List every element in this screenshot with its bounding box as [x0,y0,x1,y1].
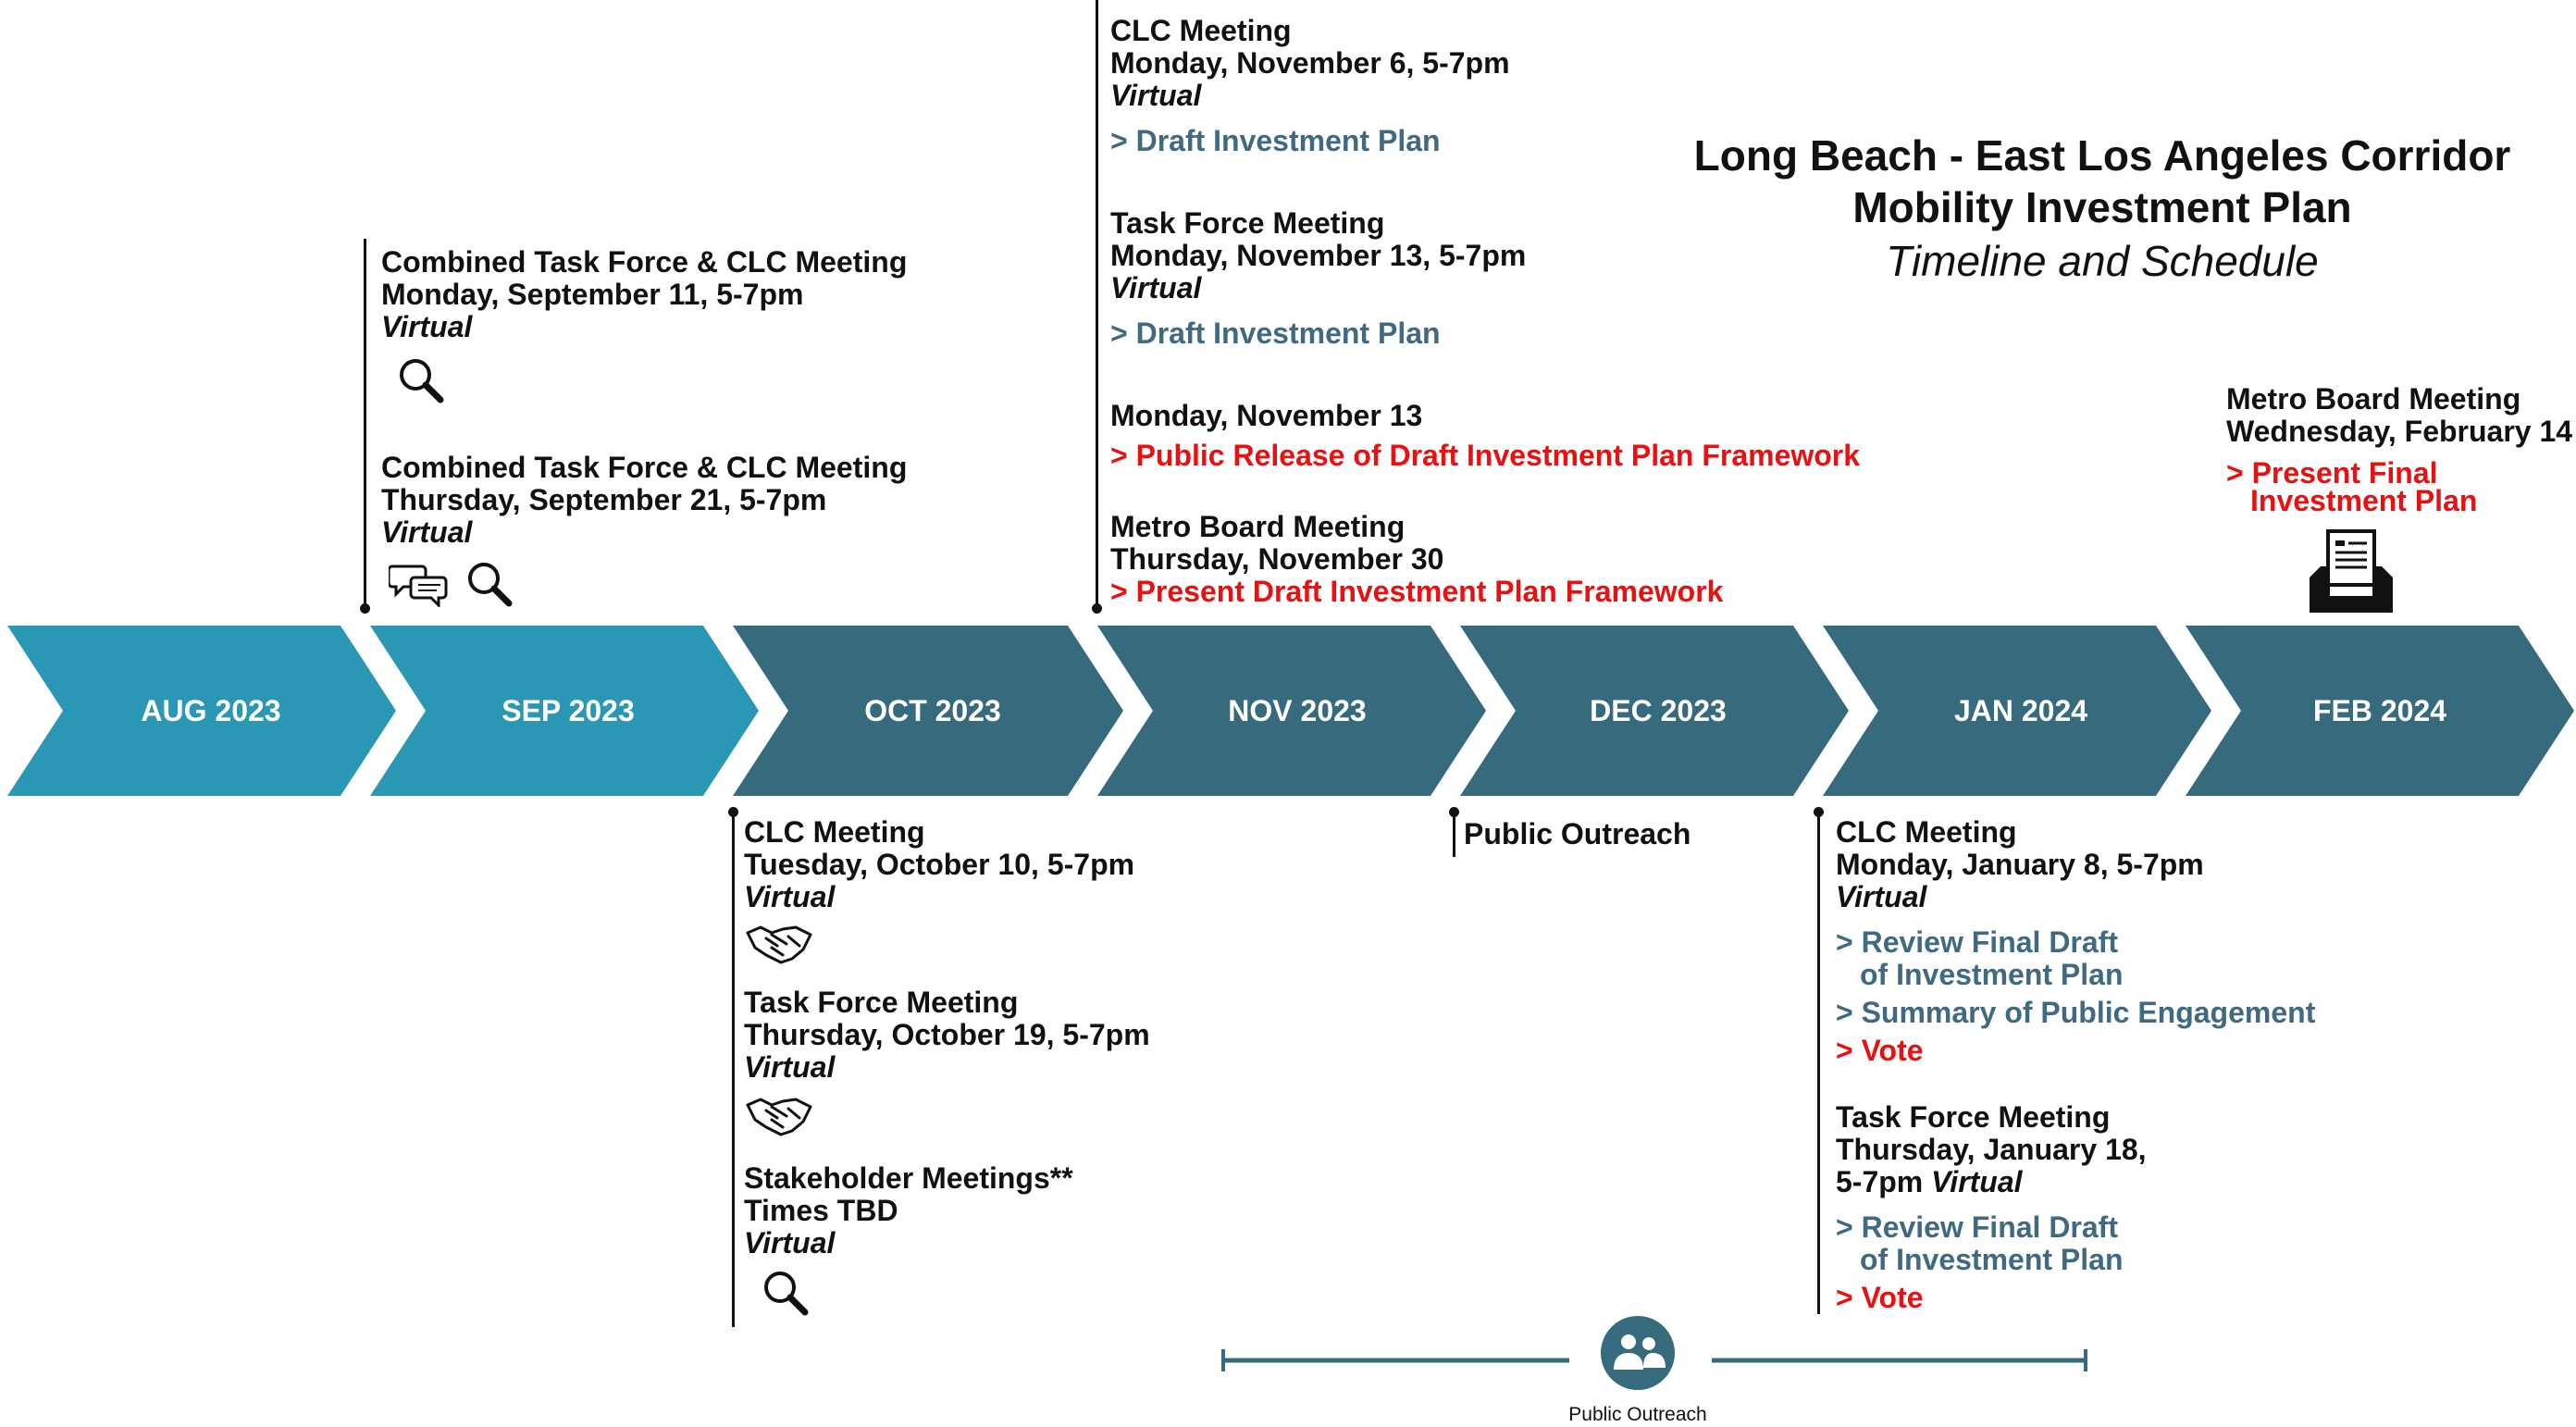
event-item: > Draft Investment Plan [1110,124,1441,157]
sep-connector-line [364,239,366,607]
event-mode: Virtual [744,880,836,913]
oct-event-2: Task Force Meeting Thursday, October 19,… [744,986,1150,1084]
event-title: Metro Board Meeting [1110,510,1406,543]
sep-connector-dot [360,603,370,614]
month-label-aug: AUG 2023 [141,694,280,727]
oct-event-3: Stakeholder Meetings** Times TBD Virtual [744,1162,1073,1259]
event-date: Monday, November 13, 5-7pm [1110,239,1527,272]
handshake-icon [746,925,812,964]
event-mode: Virtual [744,1050,836,1084]
sep-event-2: Combined Task Force & CLC Meeting Thursd… [381,452,907,549]
event-item: > Draft Investment Plan [1110,316,1441,350]
event-mode: Virtual [1110,271,1202,304]
event-date: 5-7pm [1836,1165,1924,1198]
event-title: Combined Task Force & CLC Meeting [381,245,908,279]
month-label-oct: OCT 2023 [864,694,1001,727]
dec-connector-line [1453,811,1455,857]
event-item: > Vote [1836,1281,1924,1314]
title-line-3: Timeline and Schedule [1886,237,2319,285]
event-title: Public Outreach [1464,817,1691,850]
month-label-sep: SEP 2023 [502,694,635,727]
event-date: Tuesday, October 10, 5-7pm [744,848,1135,881]
page-title: Long Beach - East Los Angeles Corridor M… [1686,130,2519,289]
event-item: > Present Final [2226,456,2438,490]
speech-bubbles-icon [389,565,448,607]
event-title: CLC Meeting [744,815,925,849]
event-mode: Virtual [381,515,473,549]
nov-connector-dot [1092,603,1102,614]
event-date: Thursday, January 18, [1836,1133,2147,1166]
oct-event-1: CLC Meeting Tuesday, October 10, 5-7pm V… [744,816,1134,913]
sep-event-1: Combined Task Force & CLC Meeting Monday… [381,246,907,343]
outreach-label: Public Outreach [1568,1404,1706,1425]
event-mode: Virtual [1110,79,1202,112]
event-date: Thursday, October 19, 5-7pm [744,1018,1150,1051]
nov-event-3: Monday, November 13 > Public Release of … [1110,400,1860,472]
event-item: Investment Plan [2250,484,2478,517]
nov-event-4: Metro Board Meeting Thursday, November 3… [1110,511,1723,608]
chevron-sep [370,626,759,796]
month-label-nov: NOV 2023 [1228,694,1366,727]
event-title: Task Force Meeting [1110,206,1385,240]
event-title: Task Force Meeting [744,986,1019,1019]
chevron-oct [733,626,1123,796]
nov-connector-line [1096,0,1098,607]
event-mode: Virtual [744,1226,836,1259]
title-line-2: Mobility Investment Plan [1852,183,2352,231]
jan-event-1: CLC Meeting Monday, January 8, 5-7pm Vir… [1836,816,2315,1067]
chevron-aug [7,626,396,796]
event-item: > Summary of Public Engagement [1836,996,2316,1029]
event-item: of Investment Plan [1860,958,2124,991]
event-date: Thursday, November 30 [1110,542,1444,576]
event-item: > Present Draft Investment Plan Framewor… [1110,575,1724,608]
event-title: CLC Meeting [1836,815,2017,849]
chevron-feb [2186,626,2574,796]
event-mode: Virtual [1836,880,1927,913]
chevron-jan [1823,626,2211,796]
event-item: > Review Final Draft [1836,925,2118,959]
event-item: of Investment Plan [1860,1243,2124,1276]
event-date: Monday, September 11, 5-7pm [381,278,804,311]
event-title: Task Force Meeting [1836,1100,2111,1134]
event-date-row: 5-7pm Virtual [1836,1166,2147,1198]
month-label-dec: DEC 2023 [1590,694,1727,727]
month-timeline: AUG 2023 SEP 2023 OCT 2023 NOV 2023 DEC … [7,626,2574,796]
magnifier-icon [468,563,513,607]
event-date: Times TBD [744,1194,898,1227]
event-item: > Public Release of Draft Investment Pla… [1110,439,1861,472]
people-icon [1601,1316,1675,1390]
month-label-jan: JAN 2024 [1954,694,2087,727]
nov-event-1: CLC Meeting Monday, November 6, 5-7pm Vi… [1110,15,1510,157]
chevron-nov [1097,626,1486,796]
nov-event-2: Task Force Meeting Monday, November 13, … [1110,207,1526,350]
event-date: Monday, November 13 [1110,399,1423,432]
event-date: Wednesday, February 14 [2226,415,2573,448]
magnifier-icon [764,1272,809,1316]
event-mode: Virtual [1931,1165,2023,1198]
event-title: Combined Task Force & CLC Meeting [381,451,908,484]
event-item: > Vote [1836,1034,1924,1067]
event-date: Monday, January 8, 5-7pm [1836,848,2204,881]
magnifier-icon [400,359,444,403]
event-title: Metro Board Meeting [2226,382,2521,416]
jan-event-2: Task Force Meeting Thursday, January 18,… [1836,1101,2147,1314]
outreach-range-bar: Public Outreach [1221,1316,2087,1425]
event-title: CLC Meeting [1110,14,1292,47]
event-title: Stakeholder Meetings** [744,1161,1073,1195]
event-date: Monday, November 6, 5-7pm [1110,46,1510,80]
jan-connector-line [1817,811,1820,1314]
event-item: > Review Final Draft [1836,1210,2118,1244]
dec-event: Public Outreach [1464,818,1690,850]
oct-connector-line [732,811,735,1327]
handshake-icon [746,1098,812,1136]
feb-event: Metro Board Meeting Wednesday, February … [2226,382,2573,517]
event-mode: Virtual [381,310,473,343]
title-line-1: Long Beach - East Los Angeles Corridor [1693,131,2511,180]
chevron-dec [1460,626,1849,796]
event-date: Thursday, September 21, 5-7pm [381,483,827,516]
month-label-feb: FEB 2024 [2313,694,2446,727]
document-inbox-icon [2310,529,2393,613]
